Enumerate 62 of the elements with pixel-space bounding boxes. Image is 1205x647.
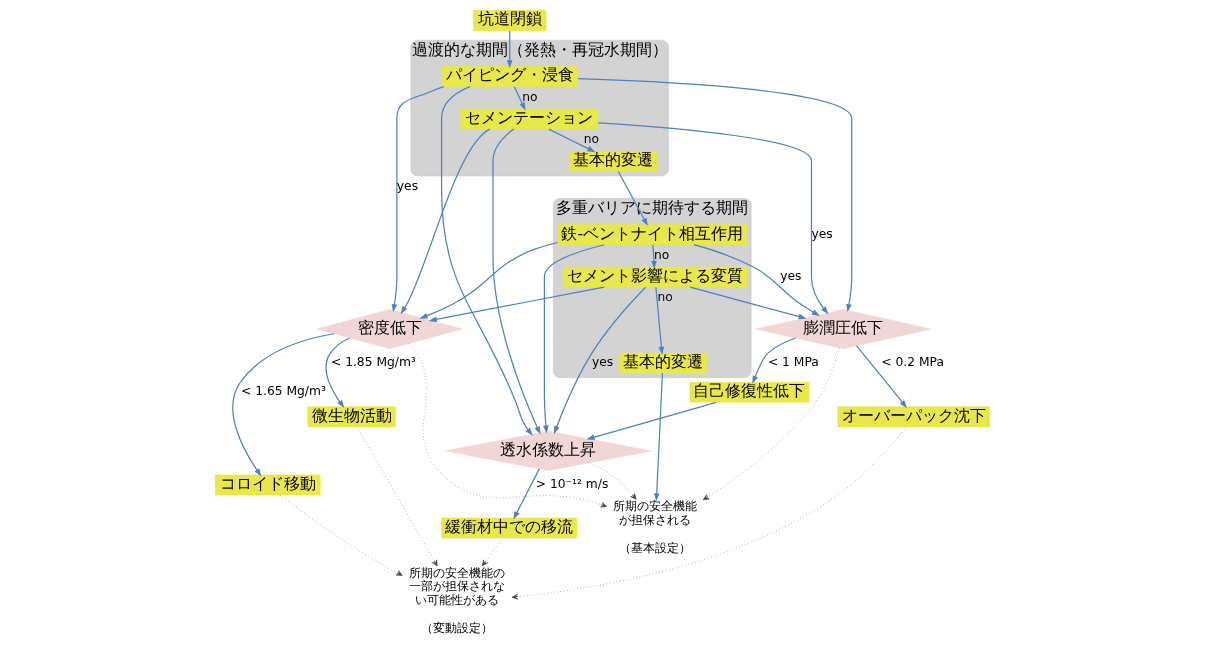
edge-label: no [522,89,538,104]
arrow [492,128,541,435]
arrow [513,86,526,111]
arrow [693,244,820,316]
arrow [588,462,637,500]
arrow [752,337,797,384]
arrow [356,426,438,567]
edge-label: < 1 MPa [767,355,819,370]
node-box: 基本的変遷 [618,352,707,374]
node-label: （基本設定） [619,540,692,555]
node-box: セメント影響による変質 [562,266,748,288]
edge-label: < 1.65 Mg/m³ [240,384,326,399]
node-box: パイピング・浸食 [441,66,579,87]
arrow [689,286,807,320]
edge-label: no [657,290,673,305]
arrow [586,401,717,440]
arrow [543,244,605,434]
edge-label: no [583,132,599,147]
arrow [400,128,491,315]
edge-label: no [654,248,670,263]
arrow [325,337,351,409]
arrow [279,494,403,576]
node-box: 緩衝材中での移流 [441,517,578,539]
node-box: 微生物活動 [307,406,396,428]
node-box: 基本的変遷 [568,151,658,172]
arrow [506,30,513,69]
arrow [440,86,533,436]
edge-label: < 0.2 MPa [881,355,944,370]
arrow [232,333,335,477]
arrow [553,286,647,435]
node-box: 鉄-ベントナイト相互作用 [557,224,747,245]
arrow [617,170,648,227]
node-label: （変動設定） [421,620,494,635]
arrow [511,426,907,600]
arrow [548,128,596,153]
node-box: セメンテーション [460,108,599,130]
node-box: 自己修復性低下 [689,381,810,403]
node-box: 坑道閉鎖 [473,10,547,31]
arrow [653,372,664,502]
arrow [577,77,853,313]
arrow [651,244,657,269]
arrow [481,537,503,567]
node-text: 所期の安全機能の一部が担保されない可能性がある [409,565,506,607]
arrow [702,347,840,501]
edge-label: yes [811,226,833,241]
arrow [419,241,559,319]
arrow [391,85,445,313]
edge-label: < 1.85 Mg/m³ [330,355,416,370]
edge-label: yes [591,355,614,370]
edge-label: yes [780,269,802,284]
arrow [408,343,608,508]
arrow [655,286,665,355]
arrow [855,345,908,409]
edge-label: > 10⁻¹² m/s [535,477,609,492]
arrow [513,468,540,520]
node-box: コロイド移動 [214,474,321,496]
arrow [597,122,829,315]
node-diamond: 密度低下 [316,309,463,349]
edge-label: yes [396,179,419,194]
arrow [428,286,605,323]
node-box: オーバーパック沈下 [837,406,991,428]
node-text: 所期の安全機能が担保される [613,499,698,527]
